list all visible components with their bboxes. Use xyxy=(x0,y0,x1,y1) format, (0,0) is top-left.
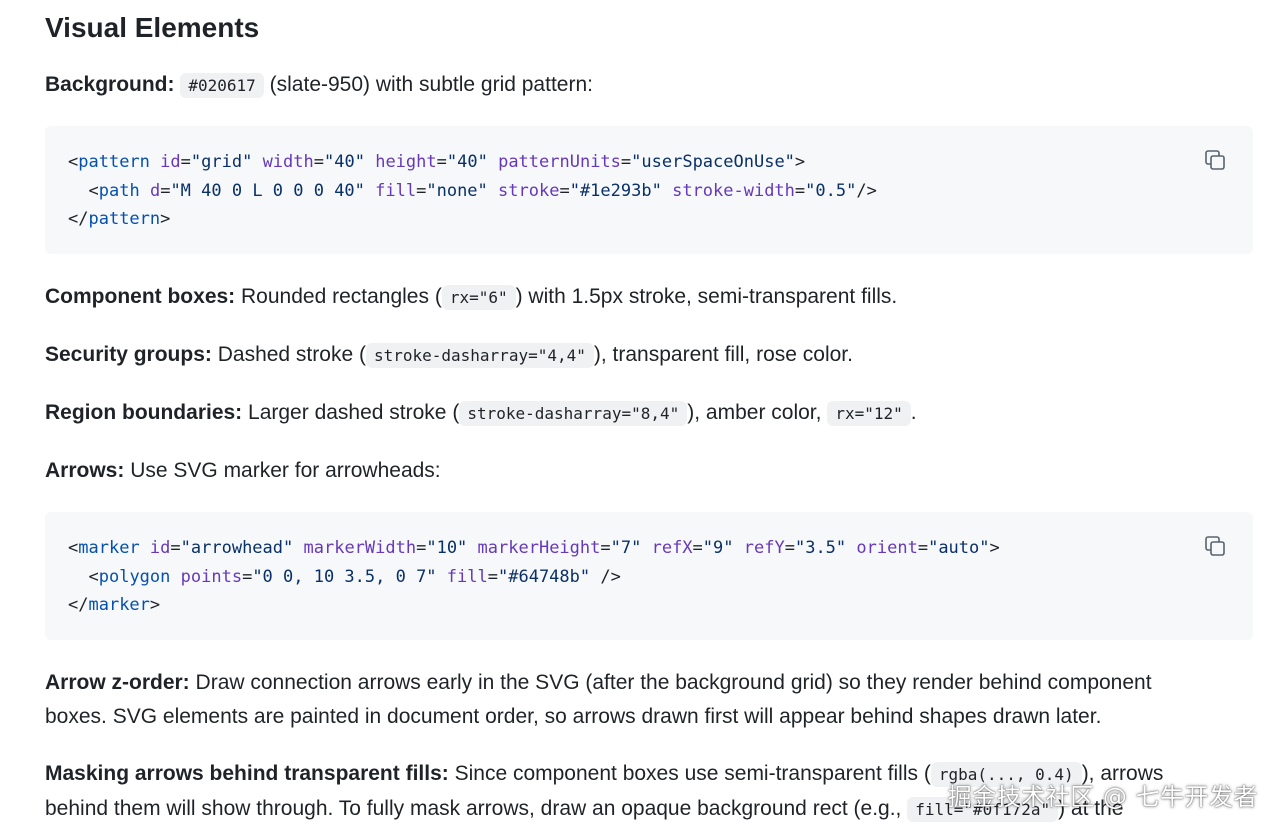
arrow-zorder-paragraph: Arrow z-order: Draw connection arrows ea… xyxy=(45,666,1253,734)
region-boundaries-text-1: Larger dashed stroke ( xyxy=(248,401,460,424)
masking-paragraph: Masking arrows behind transparent fills:… xyxy=(45,757,1253,827)
arrows-label: Arrows: xyxy=(45,459,125,482)
code-block-marker: <marker id="arrowhead" markerWidth="10" … xyxy=(45,512,1253,640)
masking-text-3: behind them will show through. To fully … xyxy=(45,797,902,820)
region-boundaries-code-1: stroke-dasharray="8,4" xyxy=(459,401,688,426)
watermark: 掘金技术社区 @ 七牛开发者 xyxy=(947,783,1258,811)
security-groups-code: stroke-dasharray="4,4" xyxy=(365,343,594,368)
copy-icon xyxy=(1205,150,1225,170)
section-heading: Visual Elements xyxy=(45,12,260,43)
arrow-zorder-line-1: Draw connection arrows early in the SVG … xyxy=(195,671,1152,694)
background-label: Background: xyxy=(45,73,175,96)
component-boxes-paragraph: Component boxes: Rounded rectangles (rx=… xyxy=(45,280,1253,315)
region-boundaries-code-2: rx="12" xyxy=(827,401,911,426)
component-boxes-code: rx="6" xyxy=(441,285,516,310)
arrows-text: Use SVG marker for arrowheads: xyxy=(130,459,441,482)
copy-code-button[interactable] xyxy=(1201,146,1229,174)
region-boundaries-paragraph: Region boundaries: Larger dashed stroke … xyxy=(45,396,1253,431)
copy-icon xyxy=(1205,536,1225,556)
region-boundaries-label: Region boundaries: xyxy=(45,401,243,424)
component-boxes-text-2: ) with 1.5px stroke, semi-transparent fi… xyxy=(515,285,898,308)
component-boxes-label: Component boxes: xyxy=(45,285,236,308)
arrow-zorder-label: Arrow z-order: xyxy=(45,671,190,694)
masking-text-1: Since component boxes use semi-transpare… xyxy=(454,762,931,785)
code-marker: <marker id="arrowhead" markerWidth="10" … xyxy=(68,538,1000,615)
security-groups-text-1: Dashed stroke ( xyxy=(217,343,366,366)
masking-code-2: fill="#0f172a" xyxy=(907,797,1059,822)
arrow-zorder-line-2: boxes. SVG elements are painted in docum… xyxy=(45,705,1102,728)
masking-code-1: rgba(..., 0.4) xyxy=(930,762,1082,787)
security-groups-paragraph: Security groups: Dashed stroke (stroke-d… xyxy=(45,338,1253,373)
code-block-pattern: <pattern id="grid" width="40" height="40… xyxy=(45,126,1253,254)
region-boundaries-text-3: . xyxy=(910,401,917,424)
masking-label: Masking arrows behind transparent fills: xyxy=(45,762,449,785)
security-groups-label: Security groups: xyxy=(45,343,212,366)
background-code: #020617 xyxy=(180,73,264,98)
region-boundaries-text-2: ), amber color, xyxy=(687,401,822,424)
background-text: (slate-950) with subtle grid pattern: xyxy=(269,73,593,96)
masking-text-2: ), arrows xyxy=(1081,762,1164,785)
background-paragraph: Background: #020617 (slate-950) with sub… xyxy=(45,68,1253,103)
code-pattern: <pattern id="grid" width="40" height="40… xyxy=(68,152,877,229)
security-groups-text-2: ), transparent fill, rose color. xyxy=(593,343,853,366)
copy-code-button[interactable] xyxy=(1201,532,1229,560)
arrows-paragraph: Arrows: Use SVG marker for arrowheads: xyxy=(45,454,1253,488)
masking-text-4: ) at the xyxy=(1058,797,1124,820)
component-boxes-text-1: Rounded rectangles ( xyxy=(241,285,442,308)
